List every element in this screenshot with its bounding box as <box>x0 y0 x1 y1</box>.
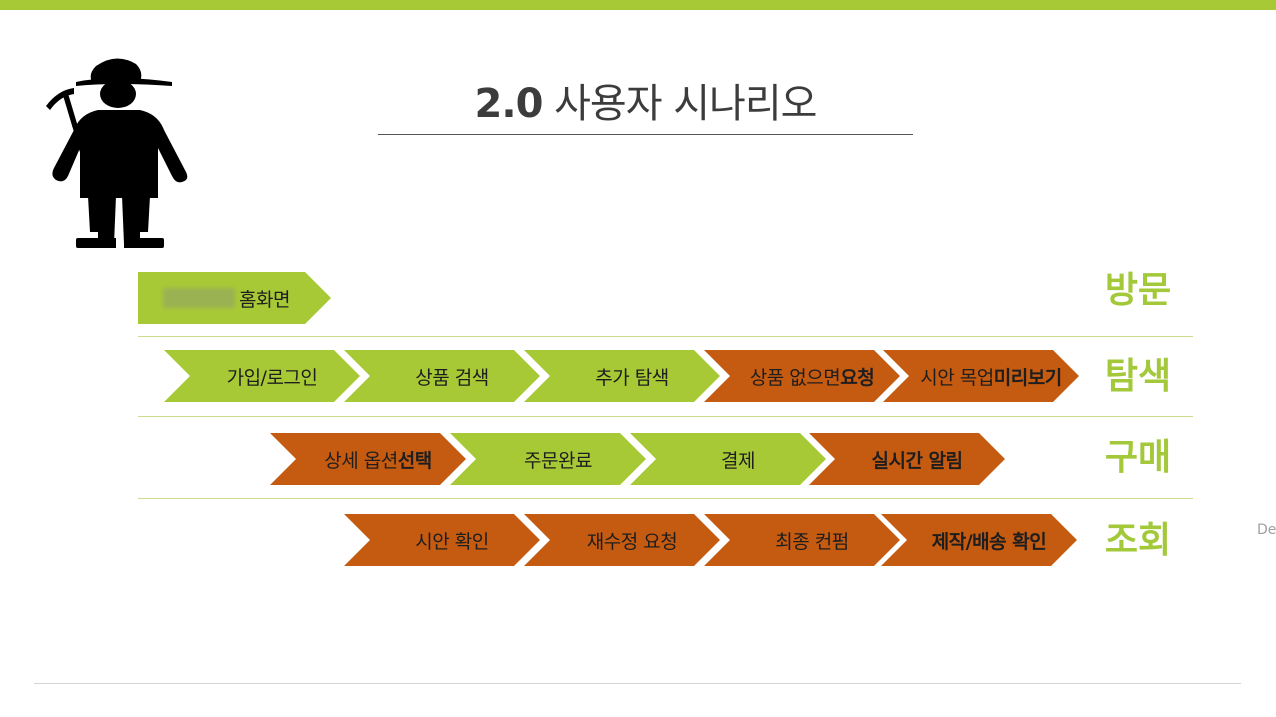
step-production-shipping: 제작/배송 확인 <box>881 514 1077 566</box>
step-label: 홈화면 <box>239 288 290 311</box>
step-label: 시안 확인 <box>415 530 489 553</box>
step-home-screen: 홈화면 <box>138 272 331 324</box>
step-revision-request: 재수정 요청 <box>524 514 720 566</box>
step-label-emphasis: 제작/배송 확인 <box>931 530 1047 553</box>
step-label: 최종 컨펌 <box>775 530 849 553</box>
step-mockup-preview: 시안 목업 미리보기 <box>883 350 1079 402</box>
step-label: 상품 검색 <box>415 366 489 389</box>
step-label: 시안 목업 <box>920 366 994 389</box>
step-label: 주문완료 <box>524 449 592 472</box>
stage-label-explore: 탐색 <box>1104 356 1172 397</box>
step-label: 결제 <box>721 449 755 472</box>
farmer-icon <box>46 58 188 248</box>
title-text: 사용자 시나리오 <box>554 81 817 127</box>
step-label: 가입/로그인 <box>226 366 318 389</box>
stage-label-inquiry: 조회 <box>1104 520 1172 561</box>
step-request-if-missing: 상품 없으면 요청 <box>704 350 900 402</box>
step-label-emphasis: 선택 <box>397 449 432 472</box>
title-underline <box>378 134 913 135</box>
step-label-emphasis: 미리보기 <box>993 366 1062 389</box>
step-label: 추가 탐색 <box>595 366 669 389</box>
row-divider-visit <box>138 336 1193 337</box>
step-signup-login: 가입/로그인 <box>164 350 360 402</box>
step-select-options: 상세 옵션 선택 <box>270 433 466 485</box>
row-divider-explore <box>138 416 1193 417</box>
top-accent-bar <box>0 0 1276 10</box>
step-payment: 결제 <box>630 433 826 485</box>
clipped-edge-text: De <box>1257 522 1276 538</box>
step-label: 재수정 요청 <box>586 530 678 553</box>
footer-divider <box>34 683 1241 684</box>
step-label: 상품 없으면 <box>749 366 841 389</box>
redacted-brand-name <box>163 288 235 308</box>
step-label-emphasis: 실시간 알림 <box>871 449 963 472</box>
page-title: 2.0 사용자 시나리오 <box>378 76 913 132</box>
step-label-emphasis: 요청 <box>840 366 875 389</box>
title-number: 2.0 <box>474 81 544 127</box>
step-product-search: 상품 검색 <box>344 350 540 402</box>
step-realtime-alert: 실시간 알림 <box>809 433 1005 485</box>
step-order-complete: 주문완료 <box>450 433 646 485</box>
step-additional-browse: 추가 탐색 <box>524 350 720 402</box>
stage-label-purchase: 구매 <box>1104 437 1172 478</box>
step-final-confirm: 최종 컨펌 <box>704 514 900 566</box>
step-check-draft: 시안 확인 <box>344 514 540 566</box>
stage-label-visit: 방문 <box>1104 270 1172 311</box>
step-label: 상세 옵션 <box>324 449 398 472</box>
row-divider-purchase <box>138 498 1193 499</box>
